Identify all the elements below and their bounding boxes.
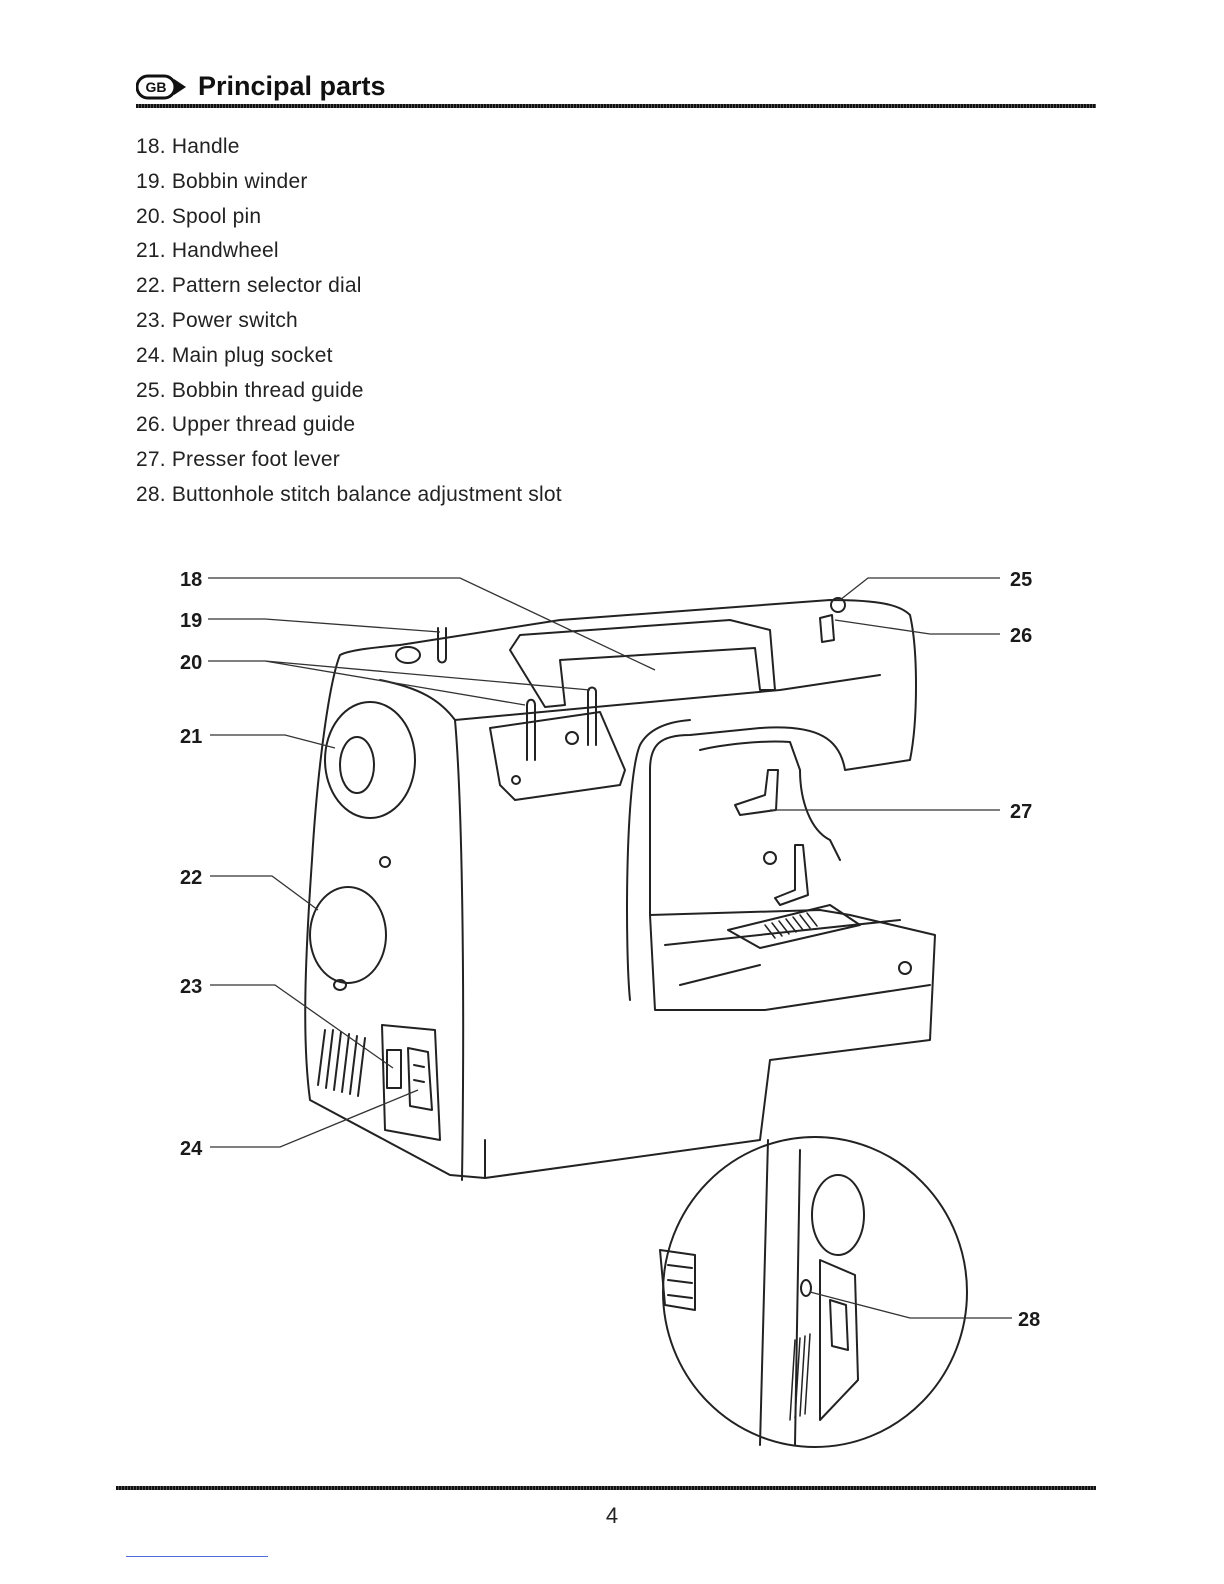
- bed-screw: [899, 962, 911, 974]
- list-item: 25. Bobbin thread guide: [136, 374, 562, 409]
- callout-28: 28: [1018, 1309, 1040, 1331]
- leader-19: [208, 619, 440, 632]
- footer-rule: [116, 1486, 1096, 1490]
- handwheel-hub: [340, 737, 374, 793]
- machine-body-outline: [305, 600, 935, 1178]
- main-plug-socket: [408, 1048, 432, 1110]
- callout-24: 24: [180, 1138, 203, 1160]
- spool-holder-screw: [566, 732, 578, 744]
- inset-left-vent: [660, 1250, 695, 1310]
- sewing-machine-diagram: 18 19 20 21 22 23 24 25 26 27 28: [0, 540, 1224, 1480]
- presser-foot: [775, 845, 808, 905]
- upper-thread-guide: [820, 615, 834, 642]
- callout-26: 26: [1010, 625, 1032, 647]
- callout-19: 19: [180, 610, 202, 632]
- section-header: GB Principal parts: [136, 68, 1096, 106]
- list-item: 22. Pattern selector dial: [136, 269, 562, 304]
- gb-language-badge-icon: GB: [136, 74, 188, 100]
- callout-25: 25: [1010, 569, 1032, 591]
- leader-lines: [208, 578, 1012, 1318]
- bed-edge: [665, 920, 900, 985]
- bobbin-winder: [438, 628, 446, 663]
- bobbin-winder-stopper: [396, 647, 420, 663]
- presser-foot-lever: [735, 770, 778, 815]
- leader-23: [210, 985, 393, 1068]
- page-number: 4: [0, 1503, 1224, 1529]
- inset-body-edge: [760, 1140, 800, 1445]
- list-item: 20. Spool pin: [136, 200, 562, 235]
- leader-21: [210, 735, 335, 748]
- machine-base-top: [650, 915, 930, 1010]
- list-item: 26. Upper thread guide: [136, 408, 562, 443]
- callout-20: 20: [180, 652, 202, 674]
- machine-front-face: [455, 675, 880, 720]
- leader-26: [835, 620, 1000, 634]
- buttonhole-balance-slot: [801, 1280, 811, 1296]
- presser-screw: [764, 852, 776, 864]
- leader-18: [208, 578, 655, 670]
- detail-inset-circle: [663, 1137, 967, 1447]
- list-item: 18. Handle: [136, 130, 562, 165]
- leader-20: [208, 661, 590, 705]
- free-arm-inner: [627, 720, 690, 1000]
- list-item: 19. Bobbin winder: [136, 165, 562, 200]
- link-underline[interactable]: [126, 1556, 268, 1557]
- leader-24: [210, 1090, 418, 1147]
- socket-panel: [382, 1025, 440, 1140]
- callout-23: 23: [180, 976, 202, 998]
- inset-vents: [790, 1334, 810, 1420]
- spool-holder-screw-2: [512, 776, 520, 784]
- list-item: 24. Main plug socket: [136, 339, 562, 374]
- list-item: 27. Presser foot lever: [136, 443, 562, 478]
- power-switch: [387, 1050, 401, 1088]
- inset-dial: [812, 1175, 864, 1255]
- needle-bar-area: [700, 742, 840, 860]
- callout-27: 27: [1010, 801, 1032, 823]
- spool-pin-right: [588, 688, 596, 746]
- header-rule: [136, 104, 1096, 108]
- parts-list: 18. Handle 19. Bobbin winder 20. Spool p…: [136, 130, 562, 513]
- spool-holder: [490, 712, 625, 800]
- callout-21: 21: [180, 726, 202, 748]
- inset-panel: [820, 1260, 858, 1420]
- list-item: 23. Power switch: [136, 304, 562, 339]
- gb-badge-text: GB: [146, 79, 167, 95]
- callout-18: 18: [180, 569, 202, 591]
- leader-22: [210, 876, 318, 910]
- page-title: Principal parts: [198, 68, 386, 104]
- pattern-selector-dial: [310, 887, 386, 983]
- list-item: 28. Buttonhole stitch balance adjustment…: [136, 478, 562, 513]
- side-screw: [380, 857, 390, 867]
- list-item: 21. Handwheel: [136, 234, 562, 269]
- callout-22: 22: [180, 867, 202, 889]
- feed-dog-slots: [765, 913, 817, 938]
- leader-28: [810, 1292, 1012, 1318]
- vent-slots: [318, 1030, 365, 1096]
- handwheel: [325, 702, 415, 818]
- machine-front-edge: [380, 680, 463, 1180]
- inset-socket: [830, 1300, 848, 1350]
- leader-25: [840, 578, 1000, 600]
- spool-pin-left: [527, 700, 535, 760]
